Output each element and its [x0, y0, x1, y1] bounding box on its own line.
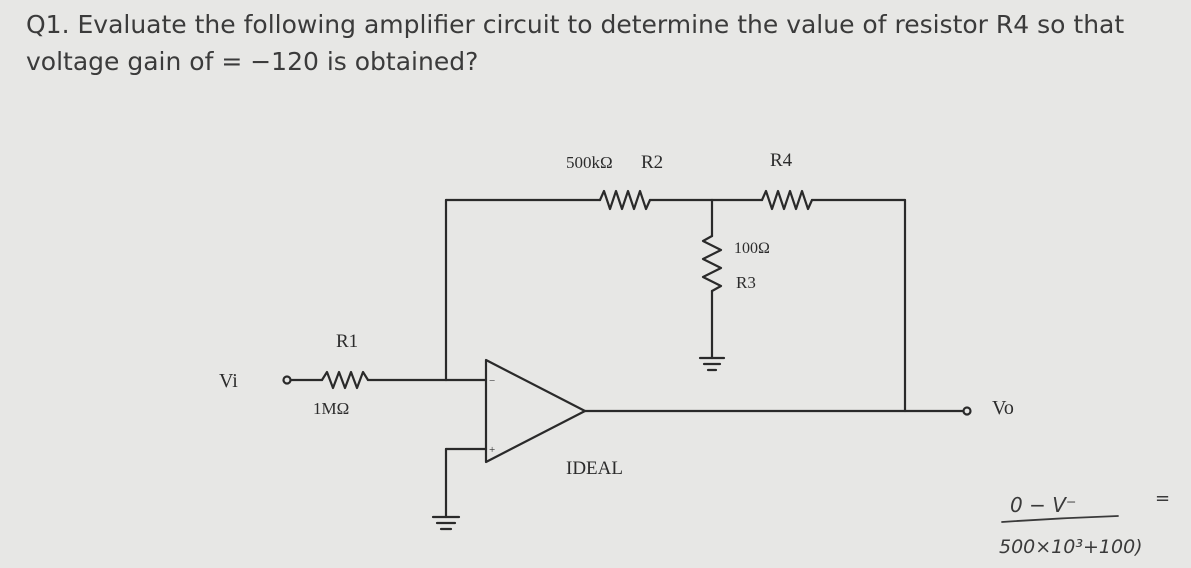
resistor-r3	[701, 234, 723, 293]
output-voltage-label: Vo	[992, 397, 1014, 419]
handwritten-denominator: 500×10³+100)	[999, 536, 1143, 558]
r4-name-label: R4	[770, 150, 793, 171]
input-terminal	[282, 375, 292, 385]
noninverting-sign: +	[489, 444, 495, 456]
output-terminal	[962, 406, 972, 416]
question-line-2: voltage gain of = −120 is obtained?	[26, 47, 479, 76]
resistor-r2	[598, 189, 652, 211]
r1-value-label: 1MΩ	[313, 399, 349, 418]
opamp-triangle	[484, 358, 587, 464]
question-line-1: Q1. Evaluate the following amplifier cir…	[26, 10, 1125, 39]
inverting-sign: −	[489, 375, 495, 387]
input-voltage-label: Vi	[219, 370, 238, 392]
handwritten-numerator: 0 − V⁻	[1010, 493, 1076, 517]
r1-name-label: R1	[336, 331, 358, 352]
resistor-r4	[760, 189, 814, 211]
question-text: Q1. Evaluate the following amplifier cir…	[26, 6, 1186, 80]
opamp-ideal-label: IDEAL	[566, 458, 623, 479]
r3-value-label: 100Ω	[734, 240, 770, 257]
resistor-r1	[320, 370, 370, 390]
r2-name-label: R2	[641, 152, 663, 173]
handwritten-equals: =	[1155, 488, 1170, 509]
handwritten-fraction-bar	[1001, 515, 1119, 523]
r3-name-label: R3	[736, 273, 756, 292]
r2-value-label: 500kΩ	[566, 153, 613, 172]
